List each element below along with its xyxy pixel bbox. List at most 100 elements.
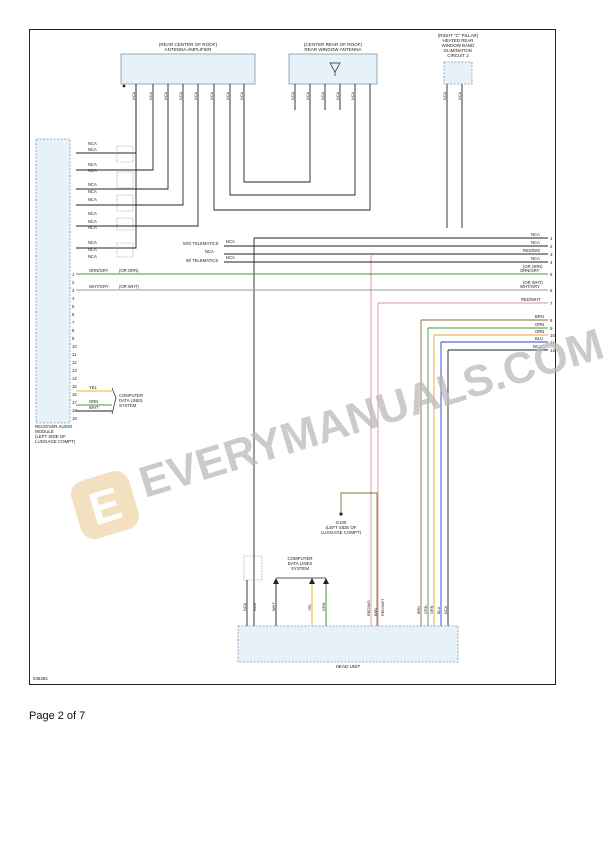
pin-number: 5 bbox=[72, 304, 75, 309]
wire-label-brn: BRN bbox=[417, 606, 421, 614]
watermark-logo-icon bbox=[71, 471, 139, 539]
receiver-audio-module: RECEIVER AUDIO MODULE (LEFT SIDE OF LUGG… bbox=[35, 138, 76, 444]
wire-label-orn-gry: ORN/GRY bbox=[520, 268, 540, 273]
pin-number: 1 bbox=[72, 272, 75, 277]
amp-label-2: ANTENNA AMPLIFIER bbox=[165, 47, 213, 52]
heated-label-1: (RIGHT "C" PILLAR) bbox=[438, 33, 479, 38]
nca-label: NCA bbox=[444, 606, 448, 614]
nca-label: NCA bbox=[88, 247, 97, 252]
wire-label-nca: NCA bbox=[531, 240, 540, 245]
receiver-label-3: (LEFT SIDE OF bbox=[35, 434, 66, 439]
pin-number: 2 bbox=[550, 244, 553, 249]
right-wire-labels: NCA NCA RED/WO NCA (OR ORN) ORN/GRY (OR … bbox=[520, 232, 544, 349]
nca-label: NCA bbox=[205, 249, 214, 254]
ground-label-1: G100 bbox=[336, 520, 347, 525]
heated-rear-window-circuit: (RIGHT "C" PILLAR) HEATED REAR WINDOW BA… bbox=[438, 33, 479, 85]
pin-number: 12 bbox=[72, 360, 77, 365]
amp-nca-label: NCA bbox=[179, 92, 183, 100]
wire-label-or-orn: (OR ORN) bbox=[523, 264, 543, 269]
pin-number: 6 bbox=[550, 288, 553, 293]
pin-number: 14 bbox=[72, 376, 77, 381]
data-lines-label-2: DATA LINES bbox=[288, 561, 313, 566]
pin-number: 17 bbox=[72, 400, 77, 405]
pin-number: 1 bbox=[550, 236, 553, 241]
pin-number: 7 bbox=[72, 320, 75, 325]
nca-label: NCA bbox=[88, 240, 97, 245]
receiver-nca-labels: NCA NCA NCA NCA NCA NCA NCA NCA NCA NCA … bbox=[88, 141, 97, 259]
amp-nca-label: NCA bbox=[194, 92, 198, 100]
heated-nca-label: NCA bbox=[458, 92, 462, 100]
wire-label-nca: NCA bbox=[531, 256, 540, 261]
amp-nca-label: NCA bbox=[132, 92, 136, 100]
antenna-label-1: (CENTER REAR OF ROOF) bbox=[304, 42, 363, 47]
wo-telematics-label: W/O TELEMATICS bbox=[183, 241, 219, 246]
pin-number: 16 bbox=[72, 392, 77, 397]
nca-label: NCA bbox=[88, 141, 97, 146]
nca-label: NCA bbox=[226, 239, 235, 244]
wire-label-or-wht: (OR WHT) bbox=[523, 280, 543, 285]
pin-number: 4 bbox=[550, 260, 553, 265]
pin-number: 8 bbox=[72, 328, 75, 333]
receiver-label-4: LUGGAGE COMPT) bbox=[35, 439, 76, 444]
ground-label-3: LUGGAGE COMPT) bbox=[321, 530, 362, 535]
amp-nca-label: NCA bbox=[226, 92, 230, 100]
antenna-nca-label: NCA bbox=[291, 92, 295, 100]
wire-label-red-wo: RED/WO bbox=[367, 600, 371, 616]
wire-label-orn-gry: ORN/GRY bbox=[89, 268, 109, 273]
wire-label-grn: GRN bbox=[535, 322, 544, 327]
pin-number: 3 bbox=[72, 288, 75, 293]
nca-label: NCA bbox=[88, 225, 97, 230]
antenna-wires bbox=[294, 84, 341, 110]
pin-number: 6 bbox=[72, 312, 75, 317]
nca-label: NCA bbox=[88, 168, 97, 173]
pin-number: 12 bbox=[550, 348, 555, 353]
antenna-nca-label: NCA bbox=[351, 92, 355, 100]
pin-number: 15 bbox=[72, 384, 77, 389]
receiver-label-2: MODULE bbox=[35, 429, 54, 434]
antenna-nca-label: NCA bbox=[336, 92, 340, 100]
pin-number: 19 bbox=[72, 416, 77, 421]
wire-label-orn: ORN bbox=[430, 605, 434, 614]
heated-label-3: WINDOW BAND bbox=[442, 43, 475, 48]
pin-number: 5 bbox=[550, 272, 553, 277]
pin-number: 13 bbox=[72, 368, 77, 373]
antenna-amplifier: (REAR CENTER OF ROOF) ANTENNA AMPLIFIER bbox=[120, 42, 256, 85]
watermark-text: EVERYMANUALS.COM bbox=[134, 320, 610, 508]
pin-number: 8 bbox=[550, 318, 553, 323]
ground-g100: G100 (LEFT SIDE OF LUGGAGE COMPT) bbox=[321, 492, 378, 626]
antenna-nca-label: NCA bbox=[306, 92, 310, 100]
pin-number: 11 bbox=[550, 340, 555, 345]
w-telematics-label: W/ TELEMATICS bbox=[186, 258, 218, 263]
nca-label: NCA bbox=[88, 197, 97, 202]
pin-number: 10 bbox=[550, 333, 555, 338]
antenna-icon bbox=[329, 62, 341, 73]
data-lines-left-2: DATA LINES bbox=[119, 398, 143, 403]
wire-label-grn: GRN bbox=[424, 605, 428, 614]
telematics-labels: W/O TELEMATICS NCA W/ TELEMATICS NCA NCA bbox=[183, 239, 235, 263]
data-lines-label-3: SYSTEM bbox=[291, 566, 309, 571]
receiver-data-lines bbox=[76, 387, 117, 415]
head-unit-left-wires: NCA NCA WHT YEL GRN RED/WO BRN RED/WHT B… bbox=[243, 555, 448, 626]
wire-label-grn: GRN bbox=[89, 399, 98, 404]
wire-label-wht: WHT bbox=[272, 602, 276, 611]
data-lines-left-3: SYSTEM bbox=[119, 403, 137, 408]
nca-label: NCA bbox=[88, 254, 97, 259]
nca-label: NCA bbox=[88, 189, 97, 194]
antenna-nca-label: NCA bbox=[321, 92, 325, 100]
head-unit-label: HEAD UNIT bbox=[336, 664, 361, 669]
wire-label-wht-gry: WHT/GRY bbox=[89, 284, 109, 289]
amp-nca-label: NCA bbox=[240, 92, 244, 100]
heated-nca-label: NCA bbox=[443, 92, 447, 100]
antenna-label-2: REAR WINDOW ANTENNA bbox=[304, 47, 362, 52]
wire-label-wht: WHT bbox=[89, 405, 99, 410]
nca-label: NCA bbox=[88, 211, 97, 216]
wire-label-orn: ORN bbox=[535, 329, 544, 334]
nca-label: NCA bbox=[243, 603, 247, 611]
pin-number: 7 bbox=[550, 301, 553, 306]
wire-label-nca: NCA bbox=[531, 232, 540, 237]
pin-number: 10 bbox=[72, 344, 77, 349]
wire-label-grn: GRN bbox=[322, 602, 326, 611]
wire-label-yel: YEL bbox=[308, 604, 312, 611]
wire-label-red-wo: RED/WO bbox=[523, 248, 541, 253]
